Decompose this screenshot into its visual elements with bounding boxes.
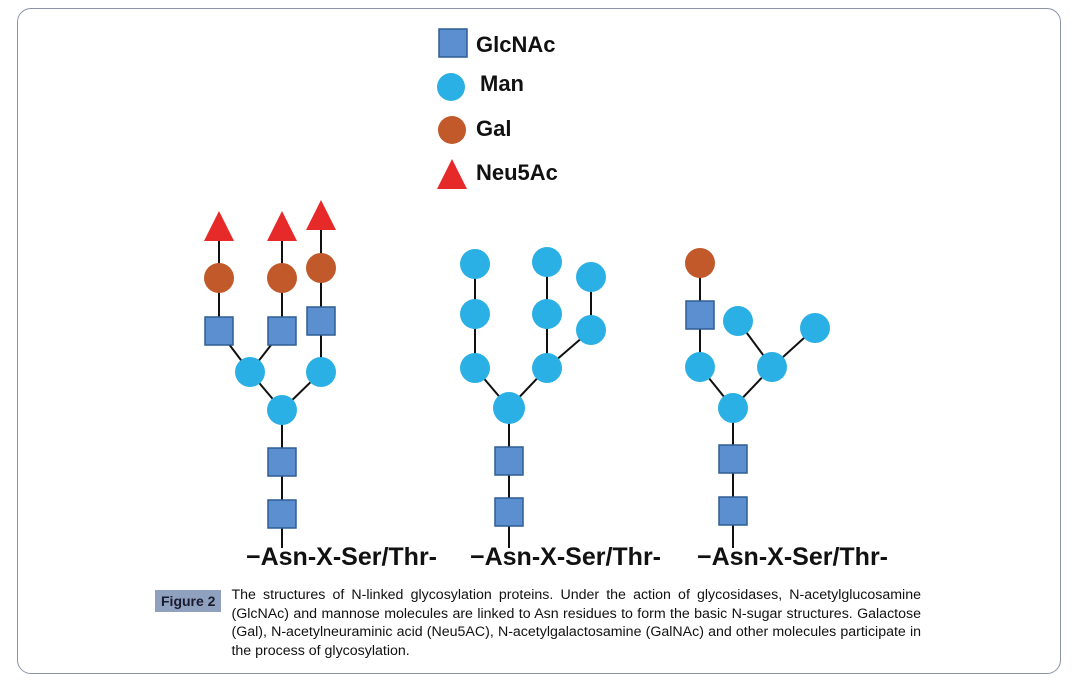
man-node (532, 353, 562, 383)
gal-node (204, 263, 234, 293)
man-node (267, 395, 297, 425)
gal-node (267, 263, 297, 293)
figure-caption: Figure 2 The structures of N-linked glyc… (155, 586, 921, 660)
man-node (800, 313, 830, 343)
legend-glcnac-label: GlcNAc (476, 32, 555, 57)
site-label-high-mannose: −Asn-X-Ser/Thr- (470, 543, 661, 571)
glcnac-node (685, 300, 715, 330)
man-node (460, 353, 490, 383)
man-node (576, 262, 606, 292)
site-label-complex: −Asn-X-Ser/Thr- (246, 543, 437, 571)
legend-man-symbol (437, 73, 465, 101)
gal-node (306, 253, 336, 283)
man-node (718, 393, 748, 423)
glcnac-node (494, 497, 524, 527)
man-node (460, 249, 490, 279)
structure-complex (204, 200, 336, 548)
legend-neu5ac-label: Neu5Ac (476, 160, 558, 185)
man-node (576, 315, 606, 345)
glcnac-node (494, 446, 524, 476)
man-node (460, 299, 490, 329)
structure-hybrid (685, 248, 830, 548)
legend-gal-symbol (438, 116, 466, 144)
man-node (685, 352, 715, 382)
legend-gal-label: Gal (476, 116, 511, 141)
site-label-hybrid: −Asn-X-Ser/Thr- (697, 543, 888, 571)
man-node (493, 392, 525, 424)
neu5ac-node (267, 211, 297, 241)
legend-man-label: Man (480, 71, 524, 96)
man-node (532, 247, 562, 277)
glcnac-node (267, 499, 297, 529)
glcnac-node (718, 444, 748, 474)
man-node (532, 299, 562, 329)
legend-neu5ac-symbol (437, 159, 467, 189)
neu5ac-node (204, 211, 234, 241)
gal-node (685, 248, 715, 278)
glcnac-node (306, 306, 336, 336)
figure-frame (17, 8, 1061, 674)
neu5ac-node (306, 200, 336, 230)
man-node (306, 357, 336, 387)
caption-text: The structures of N-linked glycosylation… (231, 587, 921, 659)
glcnac-node (267, 316, 297, 346)
glcnac-node (267, 447, 297, 477)
legend: GlcNAc Man Gal Neu5Ac (437, 28, 558, 189)
man-node (757, 352, 787, 382)
glcnac-node (204, 316, 234, 346)
man-node (723, 306, 753, 336)
man-node (235, 357, 265, 387)
glcnac-node (718, 496, 748, 526)
figure-tag: Figure 2 (155, 590, 222, 612)
structure-high-mannose (460, 247, 606, 548)
legend-glcnac-symbol (438, 28, 468, 58)
